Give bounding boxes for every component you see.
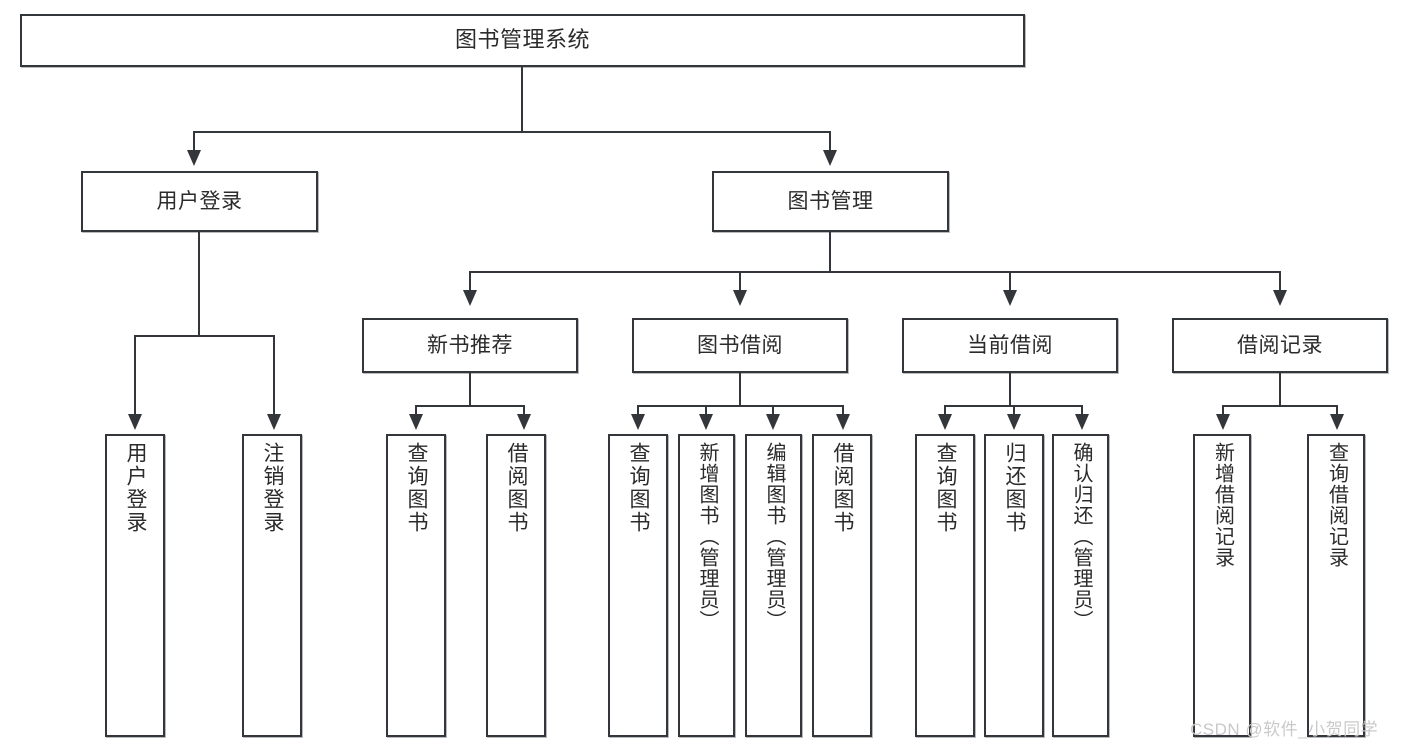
node-label: 查询图书 <box>934 442 958 534</box>
node-label: 新增借阅记录 <box>1211 442 1234 568</box>
connector-root-stem <box>521 67 523 132</box>
connector-book-borrow-stem <box>739 373 741 407</box>
connector-book-borrow-drop-1 <box>637 405 639 417</box>
leaf-borrow-record-add[interactable]: 新增借阅记录 <box>1193 434 1251 737</box>
node-new-book-recommend[interactable]: 新书推荐 <box>362 318 578 373</box>
leaf-new-book-borrow[interactable]: 借阅图书 <box>486 434 546 737</box>
leaf-current-borrow-confirm-admin[interactable]: 确认归还（管理员） <box>1052 434 1109 737</box>
node-label: 借阅记录 <box>1237 333 1323 357</box>
node-label: 查询借阅记录 <box>1325 442 1348 568</box>
arrow-icon-root-to-user-login <box>187 150 201 166</box>
arrow-icon-book-borrow-leaf-4 <box>836 414 850 430</box>
connector-user-login-bar <box>134 335 275 337</box>
arrow-icon-book-mgmt-to-borrow-record <box>1273 290 1287 306</box>
node-book-management[interactable]: 图书管理 <box>712 171 949 232</box>
node-label: 注销登录 <box>261 442 285 534</box>
leaf-book-borrow-query[interactable]: 查询图书 <box>608 434 668 737</box>
arrow-icon-borrow-record-leaf-1 <box>1216 414 1230 430</box>
node-label: 图书借阅 <box>697 333 783 357</box>
leaf-current-borrow-return[interactable]: 归还图书 <box>984 434 1044 737</box>
leaf-user-login-login[interactable]: 用户登录 <box>105 434 165 737</box>
node-label: 用户登录 <box>124 442 148 534</box>
connector-current-borrow-drop-1 <box>944 405 946 417</box>
connector-borrow-record-drop-2 <box>1336 405 1338 417</box>
arrow-icon-current-borrow-leaf-3 <box>1075 414 1089 430</box>
connector-book-borrow-drop-3 <box>772 405 774 417</box>
arrow-icon-root-to-book-mgmt <box>823 150 837 166</box>
arrow-icon-book-mgmt-to-new-book <box>463 290 477 306</box>
node-label: 确认归还（管理员） <box>1070 442 1092 631</box>
connector-book-mgmt-drop-2 <box>739 271 741 293</box>
node-current-borrow[interactable]: 当前借阅 <box>902 318 1118 373</box>
connector-new-book-stem <box>469 373 471 407</box>
connector-book-borrow-drop-4 <box>842 405 844 417</box>
connector-book-borrow-bar <box>637 405 844 407</box>
node-label: 图书管理 <box>787 189 874 213</box>
arrow-icon-new-book-leaf-2 <box>517 414 531 430</box>
connector-book-mgmt-drop-4 <box>1279 271 1281 293</box>
leaf-book-borrow-borrow[interactable]: 借阅图书 <box>812 434 872 737</box>
node-book-borrow[interactable]: 图书借阅 <box>632 318 848 373</box>
leaf-user-login-logout[interactable]: 注销登录 <box>242 434 302 737</box>
connector-new-book-drop-1 <box>415 405 417 417</box>
connector-book-borrow-drop-2 <box>705 405 707 417</box>
leaf-book-borrow-add-admin[interactable]: 新增图书（管理员） <box>678 434 735 737</box>
arrow-icon-borrow-record-leaf-2 <box>1330 414 1344 430</box>
connector-book-mgmt-drop-3 <box>1009 271 1011 293</box>
arrow-icon-book-borrow-leaf-3 <box>766 414 780 430</box>
connector-book-mgmt-stem <box>829 232 831 272</box>
connector-root-to-book-mgmt <box>829 131 831 153</box>
connector-user-login-stem <box>198 232 200 336</box>
connector-borrow-record-bar <box>1222 405 1338 407</box>
connector-user-login-drop-2 <box>273 335 275 417</box>
arrow-icon-book-borrow-leaf-1 <box>631 414 645 430</box>
leaf-new-book-query[interactable]: 查询图书 <box>386 434 446 737</box>
connector-borrow-record-stem <box>1279 373 1281 407</box>
node-label: 归还图书 <box>1003 442 1027 534</box>
node-borrow-record[interactable]: 借阅记录 <box>1172 318 1388 373</box>
connector-current-borrow-drop-2 <box>1013 405 1015 417</box>
connector-current-borrow-drop-3 <box>1081 405 1083 417</box>
arrow-icon-book-borrow-leaf-2 <box>699 414 713 430</box>
connector-root-to-user-login <box>193 131 195 153</box>
node-label: 查询图书 <box>405 442 429 534</box>
arrow-icon-book-mgmt-to-current-borrow <box>1003 290 1017 306</box>
node-label: 当前借阅 <box>967 333 1053 357</box>
node-label: 借阅图书 <box>505 442 529 534</box>
connector-book-mgmt-drop-1 <box>469 271 471 293</box>
leaf-book-borrow-edit-admin[interactable]: 编辑图书（管理员） <box>745 434 802 737</box>
arrow-icon-user-login-leaf-1 <box>128 414 142 430</box>
node-label: 新增图书（管理员） <box>696 442 718 631</box>
connector-book-mgmt-bar <box>469 271 1281 273</box>
connector-borrow-record-drop-1 <box>1222 405 1224 417</box>
watermark-text: CSDN @软件_小贺同学 <box>1190 720 1379 739</box>
node-label: 用户登录 <box>156 189 243 213</box>
connector-root-bar <box>193 131 831 133</box>
arrow-icon-book-mgmt-to-book-borrow <box>733 290 747 306</box>
arrow-icon-user-login-leaf-2 <box>267 414 281 430</box>
connector-user-login-drop-1 <box>134 335 136 417</box>
node-label: 查询图书 <box>627 442 651 534</box>
leaf-borrow-record-query[interactable]: 查询借阅记录 <box>1307 434 1365 737</box>
node-label: 图书管理系统 <box>454 27 590 53</box>
node-label: 借阅图书 <box>831 442 855 534</box>
connector-new-book-drop-2 <box>523 405 525 417</box>
node-root-system[interactable]: 图书管理系统 <box>20 14 1025 67</box>
arrow-icon-current-borrow-leaf-2 <box>1007 414 1021 430</box>
node-label: 新书推荐 <box>427 333 513 357</box>
arrow-icon-current-borrow-leaf-1 <box>938 414 952 430</box>
connector-new-book-bar <box>415 405 525 407</box>
connector-current-borrow-stem <box>1009 373 1011 407</box>
leaf-current-borrow-query[interactable]: 查询图书 <box>915 434 975 737</box>
node-user-login[interactable]: 用户登录 <box>81 171 318 232</box>
node-label: 编辑图书（管理员） <box>763 442 785 631</box>
arrow-icon-new-book-leaf-1 <box>409 414 423 430</box>
